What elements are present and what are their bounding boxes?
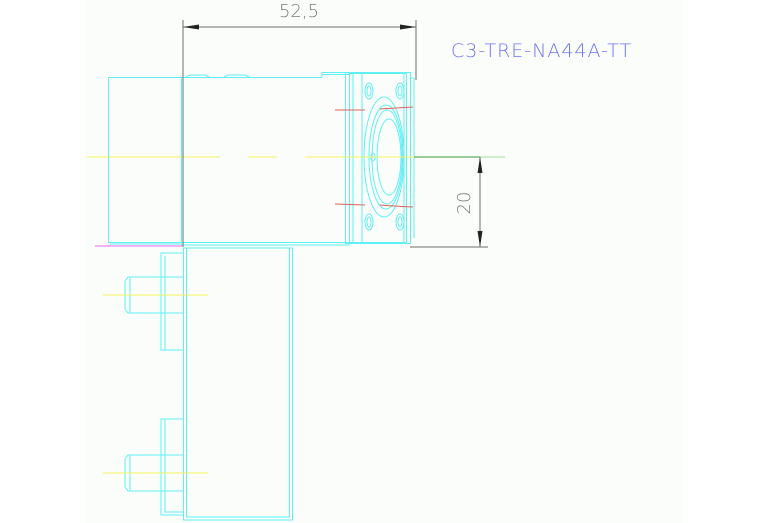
dimension-horizontal-label: 52,5 [279, 1, 319, 22]
flange [345, 72, 415, 244]
upper-body [108, 72, 350, 246]
dimension-vertical-label: 20 [454, 192, 475, 215]
drawing-sheet [85, 0, 682, 523]
centerlines [87, 156, 414, 474]
hidden-lines [334, 106, 414, 208]
lower-body [124, 247, 293, 521]
dimension-horizontal [182, 20, 417, 247]
dimension-vertical [410, 157, 488, 248]
part-label: C3-TRE-NA44A-TT [451, 40, 632, 62]
